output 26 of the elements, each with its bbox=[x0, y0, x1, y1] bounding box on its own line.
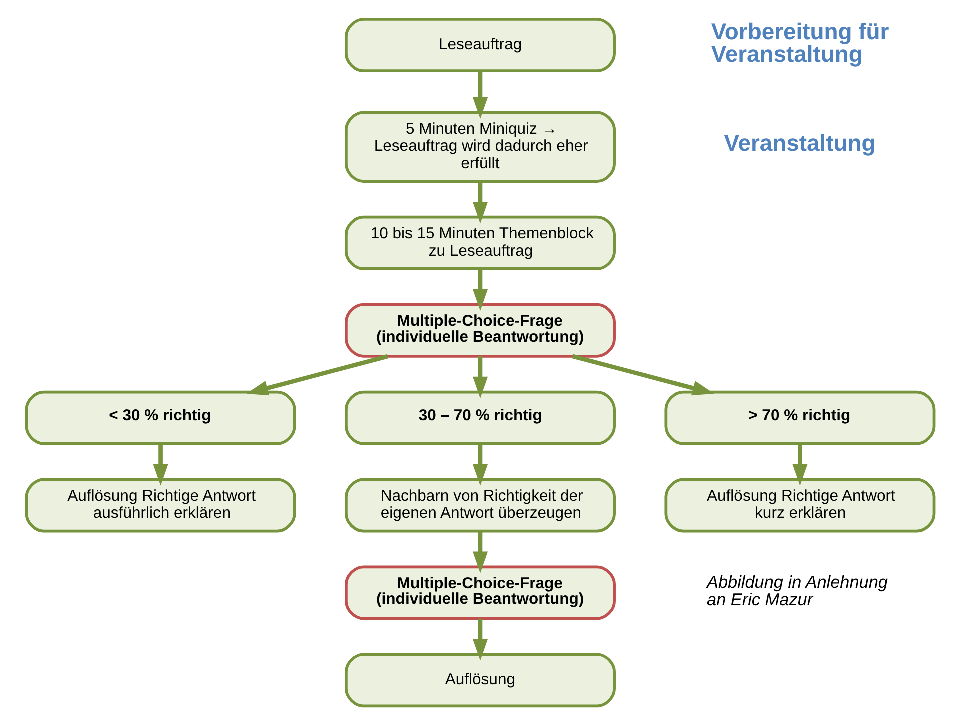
node-box: Multiple-Choice-Frage (individuelle Beantwortung) bbox=[344, 566, 616, 620]
node-box: Nachbarn von Richtigkeit der eigenen Antwort überzeugen bbox=[344, 478, 616, 533]
arrow bbox=[472, 182, 488, 224]
arrow bbox=[472, 356, 488, 398]
arrow bbox=[152, 444, 168, 486]
arrow bbox=[792, 444, 808, 486]
arrow bbox=[246, 354, 388, 396]
node-box: 10 bis 15 Minuten Themenblock zu Leseauftrag bbox=[344, 216, 616, 270]
node-box: Leseauftrag bbox=[344, 18, 616, 73]
node-box: Multiple-Choice-Frage (individuelle Beantwortung) bbox=[344, 303, 616, 358]
node-box: Auflösung Richtige Antwort kurz erklären bbox=[664, 478, 936, 533]
node-box: < 30 % richtig bbox=[24, 390, 296, 446]
node-box: > 70 % richtig bbox=[664, 390, 936, 446]
label: Abbildung in Anlehnung an Eric Mazur bbox=[706, 572, 888, 610]
node-box: 5 Minuten Miniquiz → Leseauftrag wird dadurch eher erfüllt bbox=[344, 111, 616, 183]
node-box: Auflösung Richtige Antwort ausführlich erklären bbox=[24, 478, 296, 533]
arrow bbox=[472, 444, 488, 486]
arrow bbox=[472, 71, 488, 120]
arrow bbox=[572, 354, 714, 396]
arrow bbox=[472, 618, 488, 661]
label: Vorbereitung für Veranstaltung bbox=[710, 18, 889, 68]
node-box: 30 – 70 % richtig bbox=[344, 390, 616, 446]
label: Veranstaltung bbox=[724, 130, 876, 156]
arrow bbox=[472, 269, 488, 311]
node-box: Auflösung bbox=[344, 653, 616, 708]
arrow bbox=[472, 531, 488, 574]
